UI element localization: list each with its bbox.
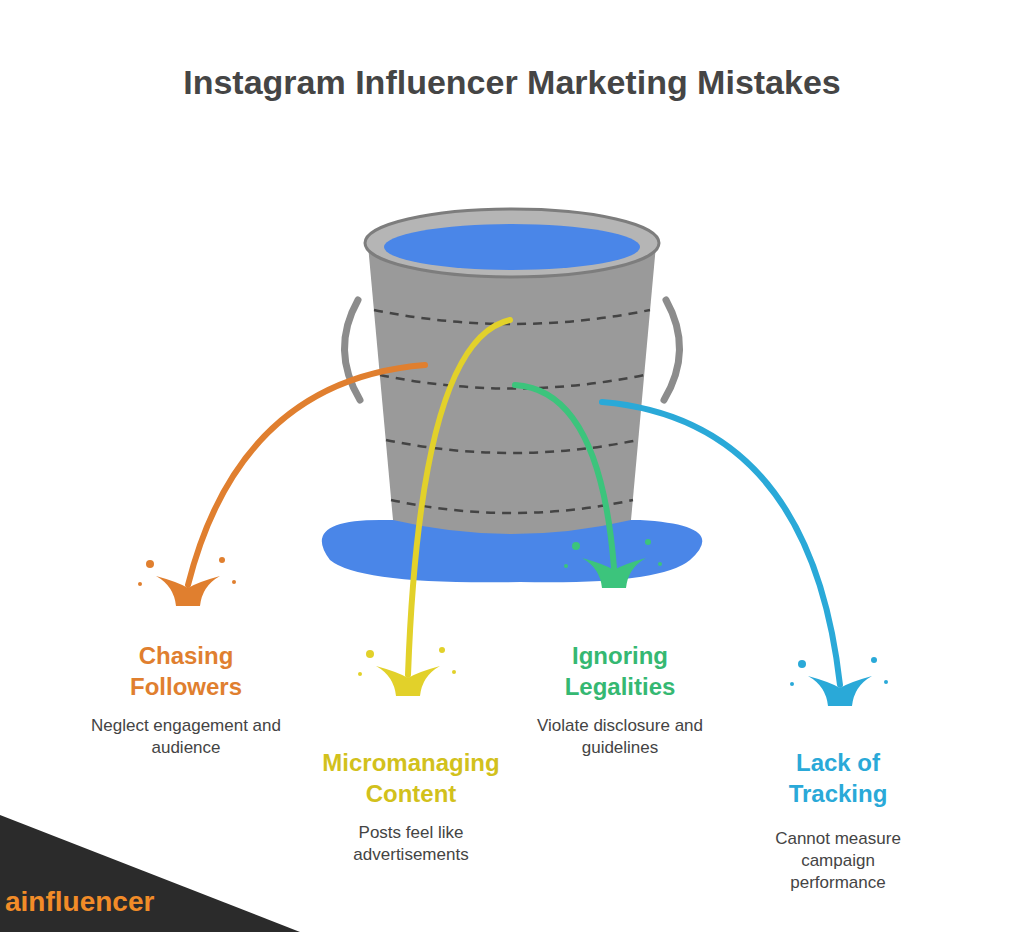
splash-drop [358, 672, 362, 676]
splashes [138, 539, 888, 706]
splash-drop [790, 682, 794, 686]
mistake-heading: Chasing Followers [101, 640, 271, 702]
bucket-handle [664, 300, 680, 400]
mistake-description: Cannot measure campaign performance [756, 828, 921, 894]
splash-drop [452, 670, 456, 674]
splash-drop [366, 650, 374, 658]
leak-streams [188, 320, 840, 685]
splash-drop [138, 582, 142, 586]
splash-drop [439, 647, 445, 653]
splash-drop [146, 560, 154, 568]
mistake-description: Neglect engagement and audience [81, 715, 291, 759]
splash-drop [884, 680, 888, 684]
splash [582, 558, 646, 588]
splash-drop [645, 539, 651, 545]
bucket-hoops [374, 310, 650, 513]
mistake-heading: Ignoring Legalities [535, 640, 705, 702]
bucket-water [384, 224, 640, 270]
splash-drop [658, 562, 662, 566]
mistake-description: Posts feel like advertisements [321, 822, 501, 866]
splash-drop [219, 557, 225, 563]
splash [156, 576, 220, 606]
splash [376, 666, 440, 696]
title: Instagram Influencer Marketing Mistakes [62, 60, 962, 104]
mistake-heading: Micromanaging Content [301, 747, 521, 809]
bucket-rim [365, 209, 659, 277]
corner-band [0, 815, 300, 932]
mistake-description: Violate disclosure and guidelines [520, 715, 720, 759]
splash-drop [564, 564, 568, 568]
splash-drop [572, 542, 580, 550]
splash-drop [871, 657, 877, 663]
splash [808, 676, 872, 706]
bucket-body [368, 245, 656, 534]
mistake-heading: Lack of Tracking [763, 747, 913, 809]
brand-logo: ainfluencer [5, 884, 185, 920]
splash-drop [232, 580, 236, 584]
splash-drop [798, 660, 806, 668]
